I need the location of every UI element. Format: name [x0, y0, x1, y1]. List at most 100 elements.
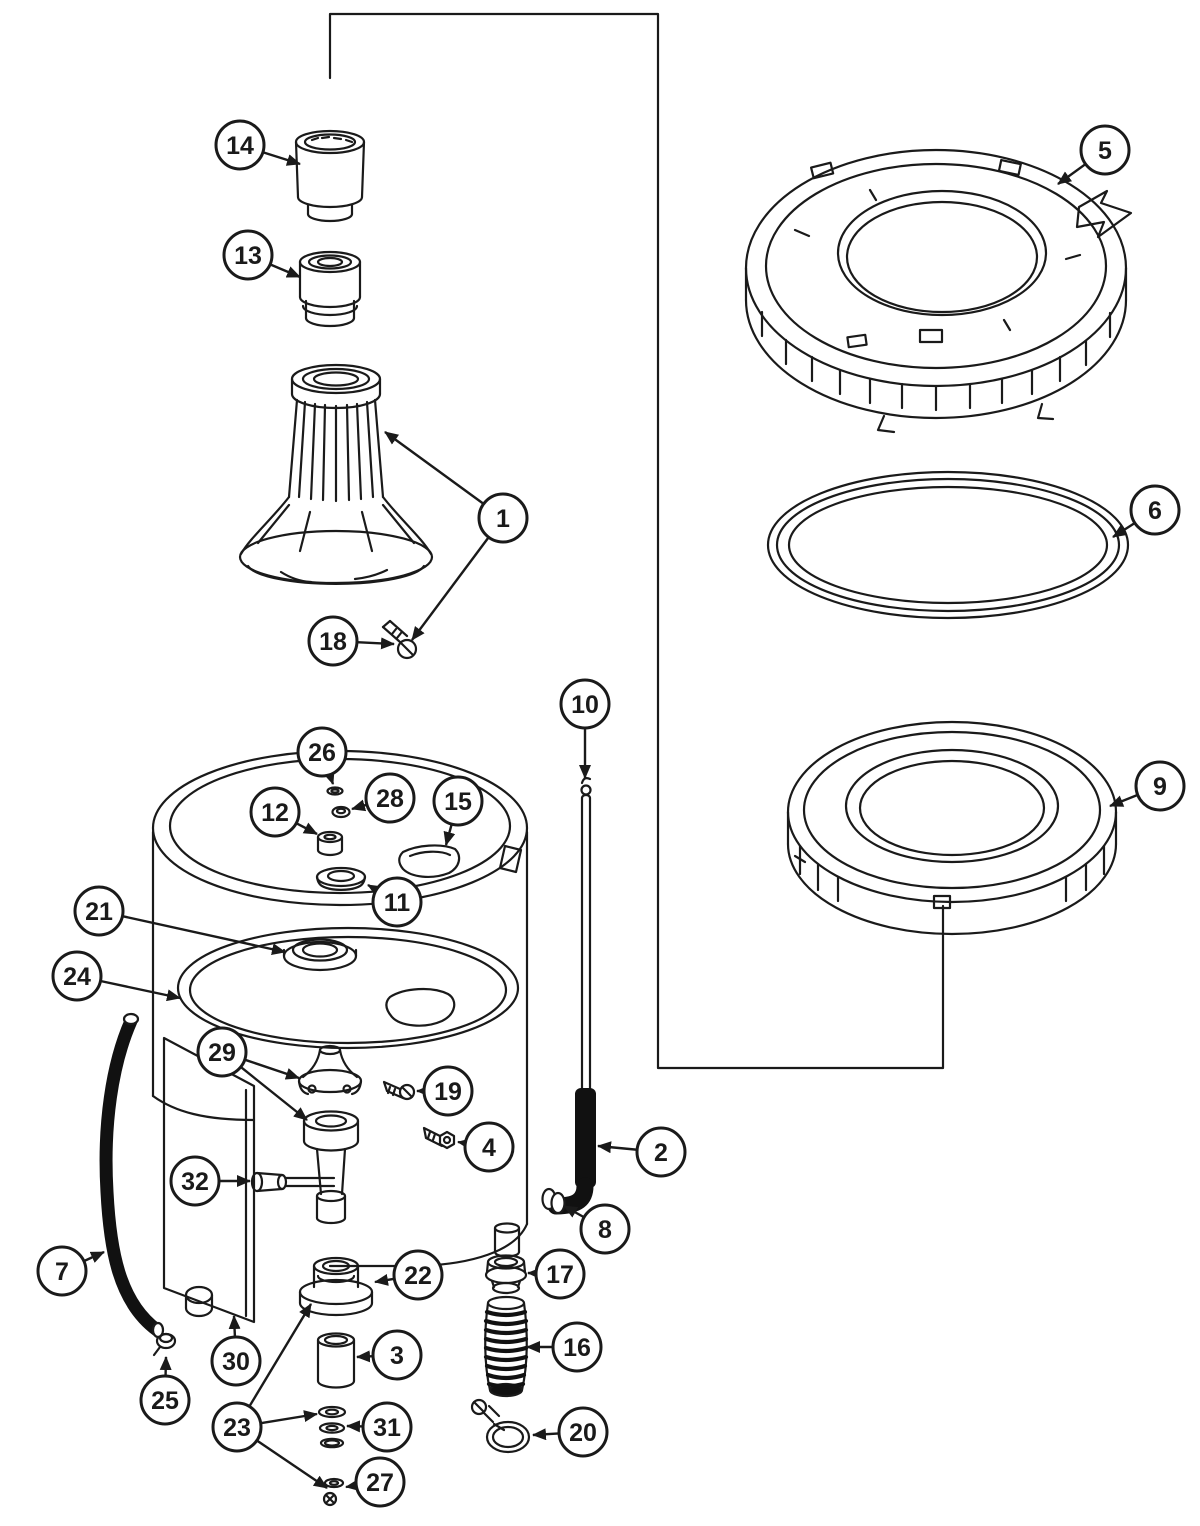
callout-8: 8: [563, 1203, 631, 1255]
callout-number: 12: [261, 799, 289, 827]
callout-number: 7: [55, 1258, 69, 1286]
part-1-agitator-drawing: [238, 363, 434, 585]
callout-leader: [443, 823, 456, 846]
callout-2: 2: [597, 1126, 687, 1178]
callout-leader: [345, 1479, 360, 1492]
callout-leader: [1109, 793, 1139, 808]
callout-11: 11: [367, 876, 423, 928]
callout-3: 3: [356, 1329, 423, 1381]
callout-22: 22: [374, 1249, 444, 1301]
assembly-bracket-line: [328, 12, 945, 1070]
callout-19: 19: [416, 1065, 474, 1117]
part-7-hose-drawing: [99, 1012, 165, 1339]
callout-5: 5: [1057, 124, 1131, 185]
callout-21: 21: [73, 885, 286, 956]
callout-9: 9: [1109, 760, 1186, 812]
callout-27: 27: [345, 1456, 406, 1508]
callout-circle: [477, 492, 529, 544]
part-9-tub-ring-drawing: [786, 720, 1118, 936]
callout-23: 23: [211, 1303, 328, 1489]
callout-12: 12: [249, 786, 318, 838]
callout-leader: [269, 263, 301, 279]
callout-leader: [262, 151, 301, 166]
callout-31: 31: [346, 1401, 413, 1453]
callout-number: 25: [151, 1387, 179, 1415]
callout-16: 16: [526, 1321, 603, 1373]
callout-circle: [371, 1329, 423, 1381]
callout-circle: [36, 1245, 88, 1297]
callout-leader: [367, 883, 383, 897]
callout-number: 16: [563, 1334, 591, 1362]
part-5-tub-cover-drawing: [744, 148, 1133, 434]
callout-circle: [463, 1121, 515, 1173]
callout-10: 10: [559, 678, 611, 779]
callout-number: 14: [226, 132, 254, 160]
callout-15: 15: [432, 775, 484, 846]
callout-7: 7: [36, 1245, 105, 1297]
part-17-coupler-drawing: [484, 1254, 528, 1295]
callout-25: 25: [139, 1356, 191, 1426]
callout-24: 24: [51, 950, 181, 1002]
callout-number: 13: [234, 242, 262, 270]
callout-13: 13: [222, 229, 301, 281]
callout-number: 2: [654, 1139, 668, 1167]
callout-circle: [51, 950, 103, 1002]
part-14-cap-drawing: [294, 129, 366, 223]
part-24-tub-drawing: [151, 749, 529, 1357]
callout-number: 26: [308, 739, 336, 767]
callout-leader: [384, 431, 485, 505]
callout-number: 4: [482, 1134, 496, 1162]
callout-30: 30: [210, 1315, 262, 1387]
callout-circle: [307, 615, 359, 667]
callout-circle: [211, 1401, 263, 1453]
callout-circle: [354, 1456, 406, 1508]
callout-number: 29: [208, 1039, 236, 1067]
callouts-layer: 1234567891011121314151617181920212223242…: [36, 119, 1186, 1508]
callout-number: 19: [434, 1078, 462, 1106]
callout-leader: [323, 769, 335, 785]
callout-leader: [239, 1066, 308, 1121]
callout-leader: [374, 1273, 395, 1286]
callout-circle: [364, 772, 416, 824]
part-27-hardware-drawing: [322, 1477, 345, 1507]
callout-number: 1: [496, 505, 510, 533]
callout-number: 21: [85, 898, 113, 926]
callout-number: 5: [1098, 137, 1112, 165]
callout-leader: [83, 1250, 105, 1263]
callout-leader: [351, 799, 368, 812]
callout-leader: [244, 1058, 300, 1080]
callout-circle: [392, 1249, 444, 1301]
callout-18: 18: [307, 615, 395, 667]
callout-17: 17: [527, 1248, 586, 1300]
callout-number: 17: [546, 1261, 574, 1289]
callout-number: 32: [181, 1168, 209, 1196]
callout-circle: [371, 876, 423, 928]
callout-circle: [1079, 124, 1131, 176]
part-13-bushing-drawing: [298, 250, 362, 328]
callout-1: 1: [384, 431, 529, 641]
callout-29: 29: [196, 1026, 308, 1121]
callout-number: 8: [598, 1216, 612, 1244]
callout-number: 24: [63, 963, 91, 991]
callout-circle: [432, 775, 484, 827]
callout-number: 20: [569, 1419, 597, 1447]
callout-number: 15: [444, 788, 472, 816]
callout-leader: [260, 1410, 318, 1425]
callout-leader: [256, 1439, 328, 1489]
callout-number: 30: [222, 1348, 250, 1376]
callout-circle: [222, 229, 274, 281]
part-16-hose-drawing: [483, 1295, 529, 1398]
callout-leader: [248, 1303, 313, 1408]
callout-number: 10: [571, 691, 599, 719]
callout-circle: [551, 1321, 603, 1373]
callout-circle: [139, 1374, 191, 1426]
callout-circle: [579, 1203, 631, 1255]
callout-leader: [411, 536, 490, 641]
callout-circle: [559, 678, 611, 730]
callout-circle: [557, 1406, 609, 1458]
callout-number: 31: [373, 1414, 401, 1442]
callout-number: 3: [390, 1342, 404, 1370]
part-31-washers-drawing: [317, 1405, 347, 1449]
part-6-gasket-drawing: [766, 470, 1130, 620]
